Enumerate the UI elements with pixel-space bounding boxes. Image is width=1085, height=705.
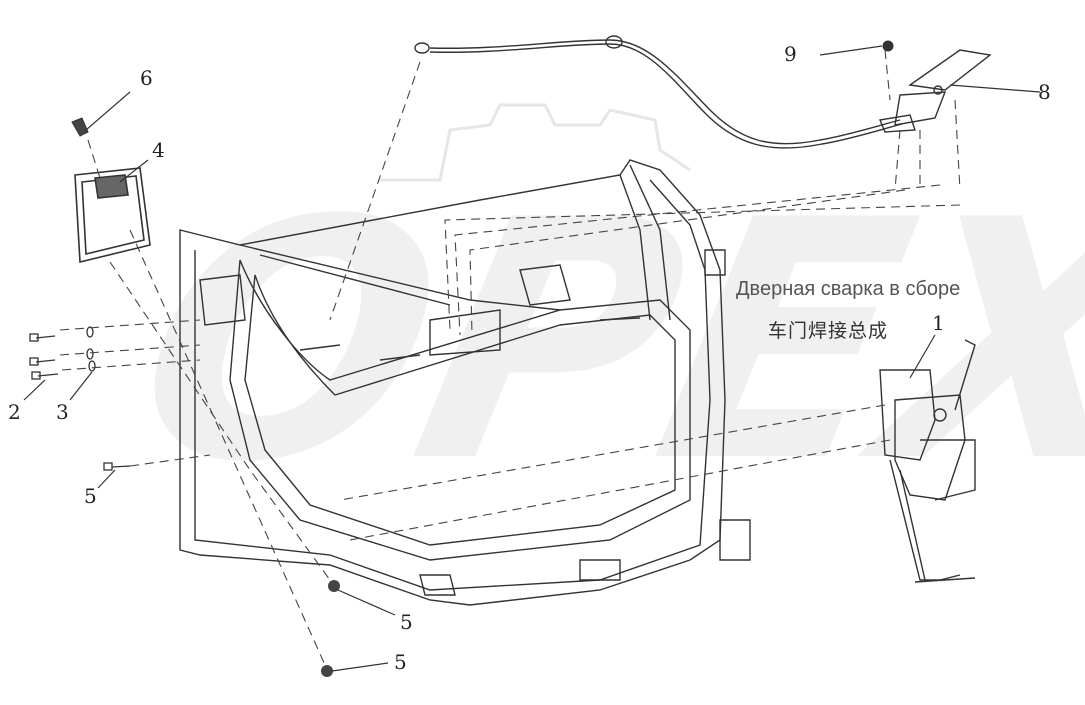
part-2-3-screws <box>29 326 131 471</box>
callout-5-bottom: 5 <box>394 650 407 674</box>
window-cable <box>414 35 903 149</box>
part-8-handle <box>879 49 992 133</box>
assembly-caption-ru: Дверная сварка в сборе <box>736 278 961 300</box>
assembly-dash-lines <box>59 49 961 666</box>
part-5-nuts <box>321 580 340 677</box>
part-4-mirror <box>74 167 151 264</box>
callout-4: 4 <box>152 138 165 162</box>
callout-9: 9 <box>784 42 797 66</box>
callout-5-mid: 5 <box>400 610 413 634</box>
callout-2: 2 <box>8 400 21 424</box>
part-1-lock <box>879 339 976 583</box>
callout-1: 1 <box>932 311 945 335</box>
part-6-clip <box>71 117 89 137</box>
callout-5-left: 5 <box>84 484 97 508</box>
watermark-gear-outline <box>380 103 691 182</box>
callout-8: 8 <box>1038 80 1051 104</box>
assembly-caption-cn: 车门焊接总成 <box>768 320 889 342</box>
callout-3: 3 <box>56 400 69 424</box>
callout-6: 6 <box>140 66 153 90</box>
door-frame <box>179 159 751 606</box>
part-9-bolt <box>882 40 894 52</box>
leader-lines <box>23 45 1041 672</box>
